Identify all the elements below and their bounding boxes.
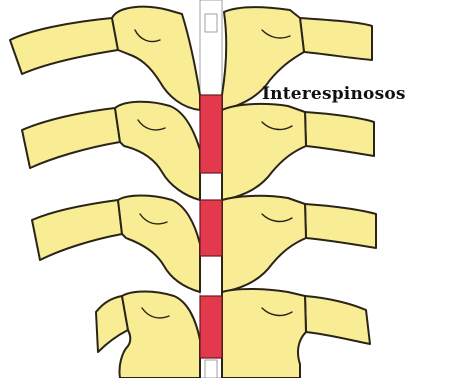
interspinous-label: Interespinosos	[262, 84, 406, 104]
interspinous-ligament-3	[200, 296, 222, 358]
interspinous-ligament-2	[200, 200, 222, 256]
spinous-gap-lower	[205, 360, 217, 378]
vertebra-1-left-transverse-process	[10, 18, 118, 74]
vertebra-4-left-lamina	[119, 292, 200, 378]
vertebra-4-right-lamina	[222, 289, 306, 378]
vertebra-2	[22, 102, 374, 200]
vertebra-2-left-lamina	[115, 102, 200, 200]
vertebra-4-right-transverse-process	[305, 296, 370, 344]
vertebra-4	[96, 289, 370, 378]
vertebra-3-right-transverse-process	[305, 204, 376, 248]
vertebra-2-left-transverse-process	[22, 108, 120, 168]
vertebra-3-left-lamina	[118, 196, 200, 293]
vertebra-2-right-lamina	[222, 104, 306, 200]
vertebra-2-right-transverse-process	[305, 112, 374, 156]
spinous-gap-top	[205, 14, 217, 32]
vertebra-1-left-lamina	[112, 7, 200, 110]
vertebra-3-left-transverse-process	[32, 200, 122, 260]
vertebra-3-right-lamina	[222, 196, 306, 292]
vertebra-1-right-transverse-process	[300, 18, 372, 60]
interspinous-ligament-1	[200, 95, 222, 173]
